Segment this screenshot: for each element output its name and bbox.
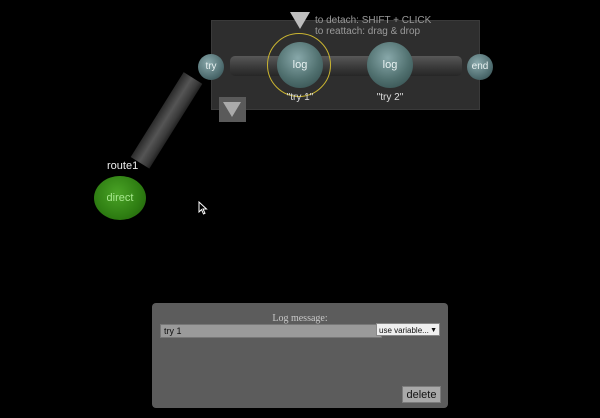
try-cap-label: try bbox=[205, 61, 217, 72]
route-node-direct[interactable]: direct bbox=[94, 176, 146, 220]
route-title: route1 bbox=[107, 160, 139, 172]
triangle-down-icon[interactable] bbox=[290, 12, 310, 29]
use-variable-select[interactable]: use variable... ▼ bbox=[376, 323, 440, 336]
log-node-caption: "try 1" bbox=[286, 92, 314, 103]
log-node-label: log bbox=[382, 59, 398, 71]
log-message-panel: Log message: try 1 use variable... ▼ del… bbox=[152, 303, 448, 408]
chevron-down-icon: ▼ bbox=[430, 327, 437, 334]
log-node-try-2[interactable]: log bbox=[367, 42, 413, 88]
expand-toggle-button[interactable] bbox=[219, 97, 246, 122]
mouse-pointer-icon bbox=[198, 201, 208, 215]
log-message-heading: Log message: bbox=[272, 313, 328, 324]
log-node-try-1[interactable]: log bbox=[277, 42, 323, 88]
use-variable-value: use variable... bbox=[379, 326, 429, 335]
delete-button[interactable]: delete bbox=[402, 386, 441, 403]
selection-ring bbox=[267, 33, 331, 97]
route-node-label: direct bbox=[106, 192, 134, 204]
route-connector[interactable] bbox=[130, 72, 203, 169]
triangle-down-icon bbox=[223, 102, 241, 117]
try-cap-node[interactable]: try bbox=[198, 54, 224, 80]
reattach-hint: to reattach: drag & drop bbox=[315, 26, 421, 37]
log-node-label: log bbox=[292, 59, 308, 71]
log-message-input[interactable]: try 1 bbox=[160, 324, 382, 338]
try-block-rail bbox=[230, 56, 462, 76]
detach-hint: to detach: SHIFT + CLICK bbox=[315, 15, 432, 26]
end-cap-node[interactable]: end bbox=[467, 54, 493, 80]
end-cap-label: end bbox=[471, 61, 489, 72]
log-node-caption: "try 2" bbox=[376, 92, 404, 103]
